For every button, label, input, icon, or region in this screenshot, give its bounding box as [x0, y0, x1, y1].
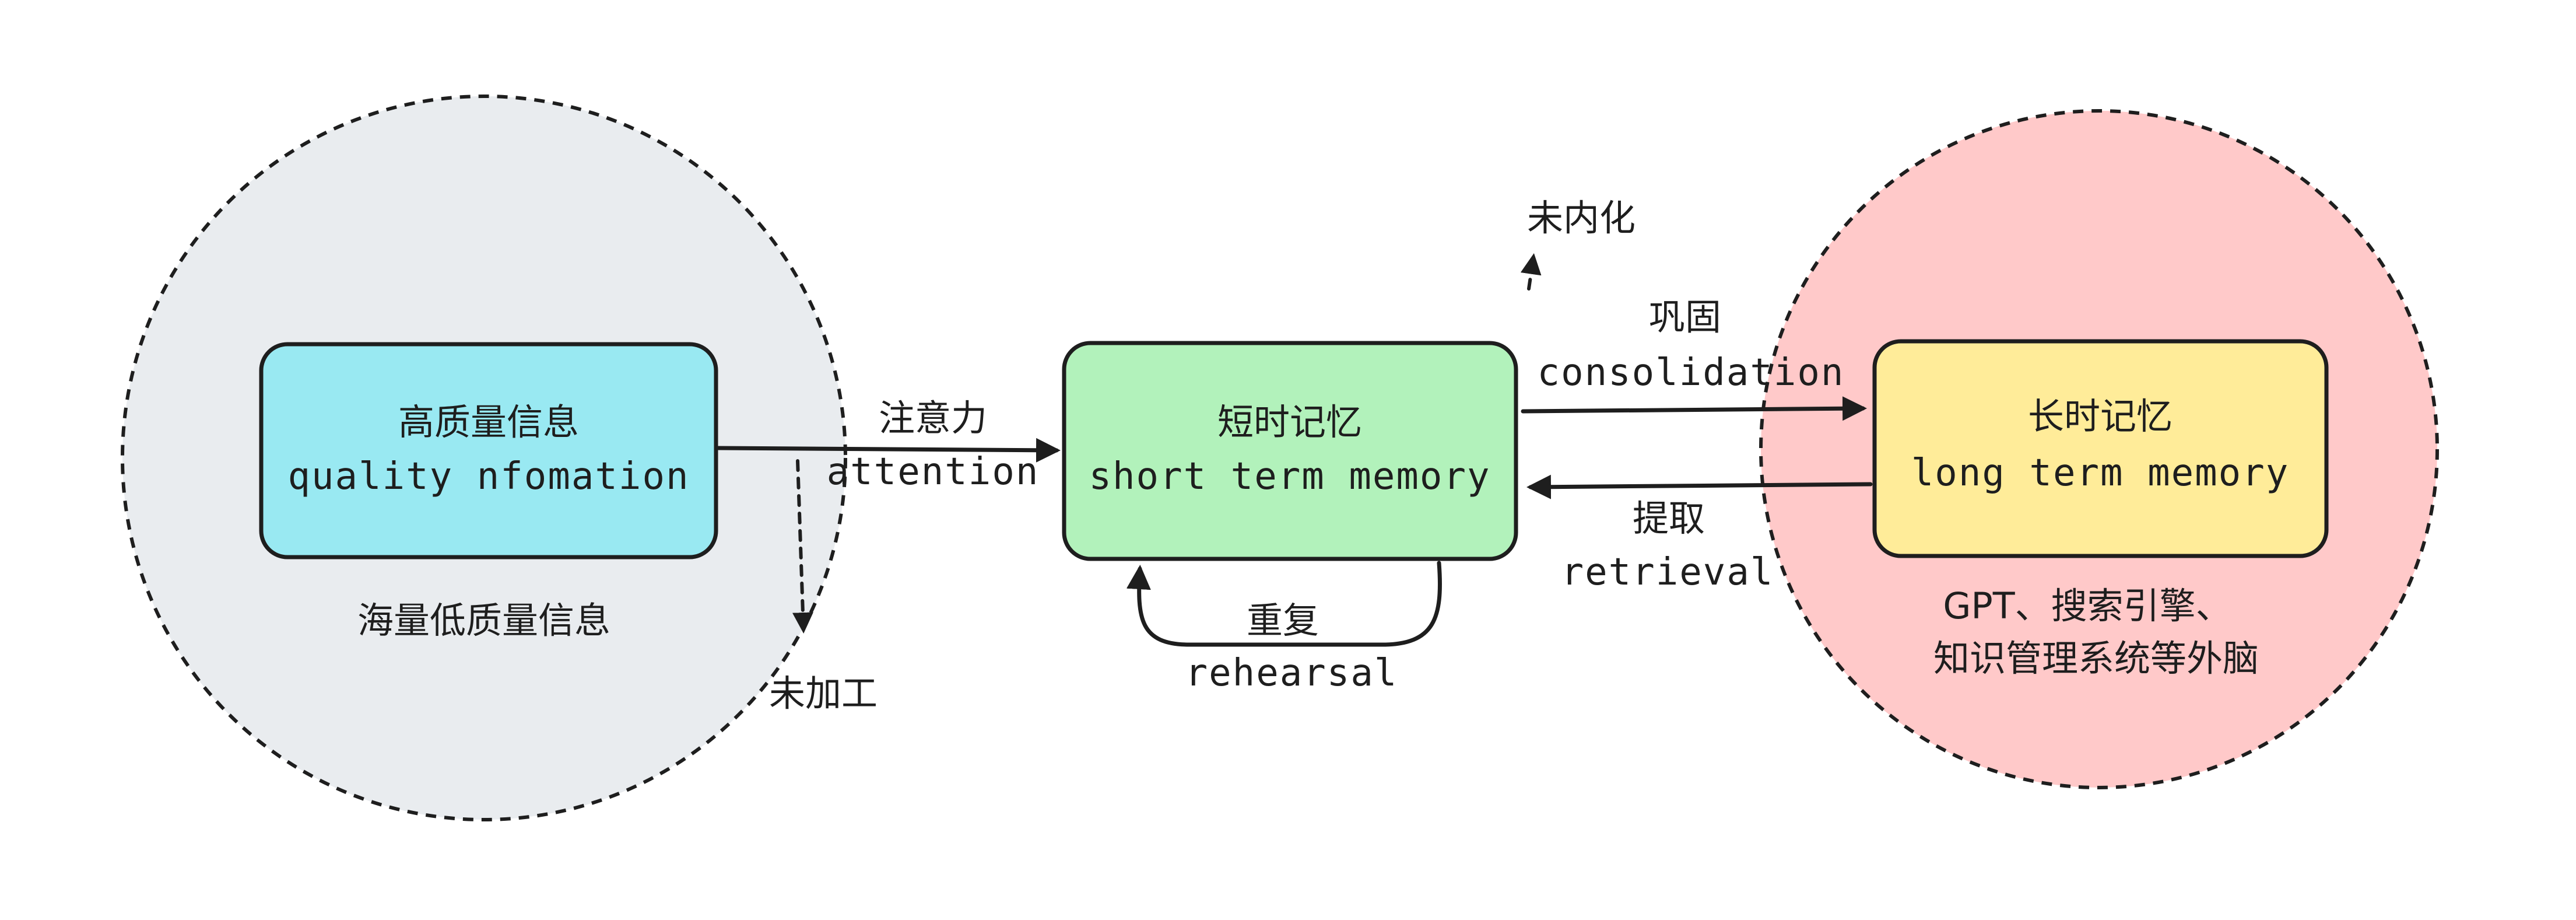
long-term-memory-cn: 长时记忆	[2028, 395, 2173, 438]
retrieval-label-en: retrieval	[1561, 551, 1774, 594]
long-term-memory-box	[1872, 339, 2329, 558]
unprocessed-label: 未加工	[769, 672, 878, 715]
consolidation-label-en: consolidation	[1538, 351, 1845, 394]
consolidation-label-cn: 巩固	[1649, 296, 1721, 338]
unprocessed-arrow	[792, 459, 813, 634]
rehearsal-loop-arrow	[1126, 561, 1442, 647]
attention-label-en: attention	[827, 450, 1040, 494]
attention-arrow	[716, 438, 1061, 463]
retrieval-label-cn: 提取	[1633, 497, 1705, 540]
rehearsal-label-cn: 重复	[1247, 599, 1319, 642]
attention-label-cn: 注意力	[879, 397, 987, 439]
not-internalized-arrow	[1520, 253, 1542, 291]
short-term-memory-en: short term memory	[1089, 455, 1490, 498]
quality-information-box	[259, 342, 718, 559]
retrieval-arrow	[1526, 474, 1873, 499]
short-term-memory-box	[1062, 341, 1518, 561]
consolidation-arrow	[1521, 396, 1867, 421]
low-quality-region-label: 海量低质量信息	[357, 599, 610, 642]
short-term-memory-cn: 短时记忆	[1217, 401, 1362, 443]
quality-information-en: quality nfomation	[287, 455, 689, 498]
quality-information-cn: 高质量信息	[398, 401, 579, 443]
external-brain-label-line2: 知识管理系统等外脑	[1933, 637, 2259, 680]
long-term-memory-en: long term memory	[1911, 452, 2290, 495]
rehearsal-label-en: rehearsal	[1185, 652, 1398, 695]
external-brain-label-line1: GPT、搜索引擎、	[1943, 585, 2231, 627]
not-internalized-label: 未内化	[1527, 197, 1636, 239]
